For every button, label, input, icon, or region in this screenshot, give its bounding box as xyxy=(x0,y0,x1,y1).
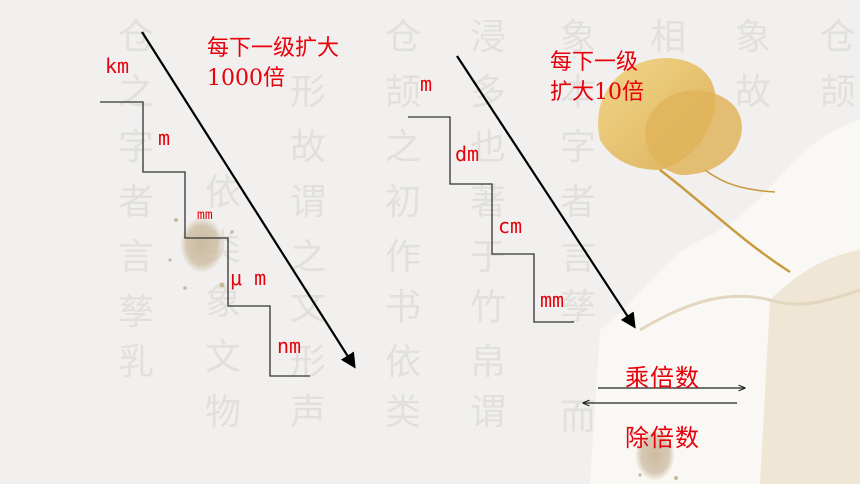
unit-m-right: m xyxy=(420,72,433,96)
right-staircase xyxy=(408,116,574,323)
unit-m: m xyxy=(158,126,171,150)
ginkgo-leaf-decoration xyxy=(598,58,791,274)
ink-stain-bottom xyxy=(630,429,678,481)
unit-dm: dm xyxy=(455,142,480,166)
unit-mm: mm xyxy=(197,208,213,223)
unit-km: km xyxy=(105,54,130,78)
unit-mm-right: mm xyxy=(540,288,565,312)
left-staircase xyxy=(100,101,310,377)
unit-micrometer: μ m xyxy=(230,266,267,290)
unit-cm: cm xyxy=(498,214,523,238)
left-diagonal-arrow xyxy=(141,31,356,369)
left-caption-line1: 每下一级扩大 xyxy=(207,36,340,61)
right-caption-line1: 每下一级 xyxy=(550,50,639,75)
right-diagonal-arrow xyxy=(456,55,636,329)
unit-nm: nm xyxy=(277,334,302,358)
right-caption-line2: 扩大10倍 xyxy=(550,80,644,105)
multiply-label: 乘倍数 xyxy=(625,364,700,392)
divide-label: 除倍数 xyxy=(625,424,700,452)
left-caption-line2: 1000倍 xyxy=(207,66,285,91)
ink-stain-left xyxy=(168,217,234,290)
ink-mountain-decoration xyxy=(590,120,860,484)
